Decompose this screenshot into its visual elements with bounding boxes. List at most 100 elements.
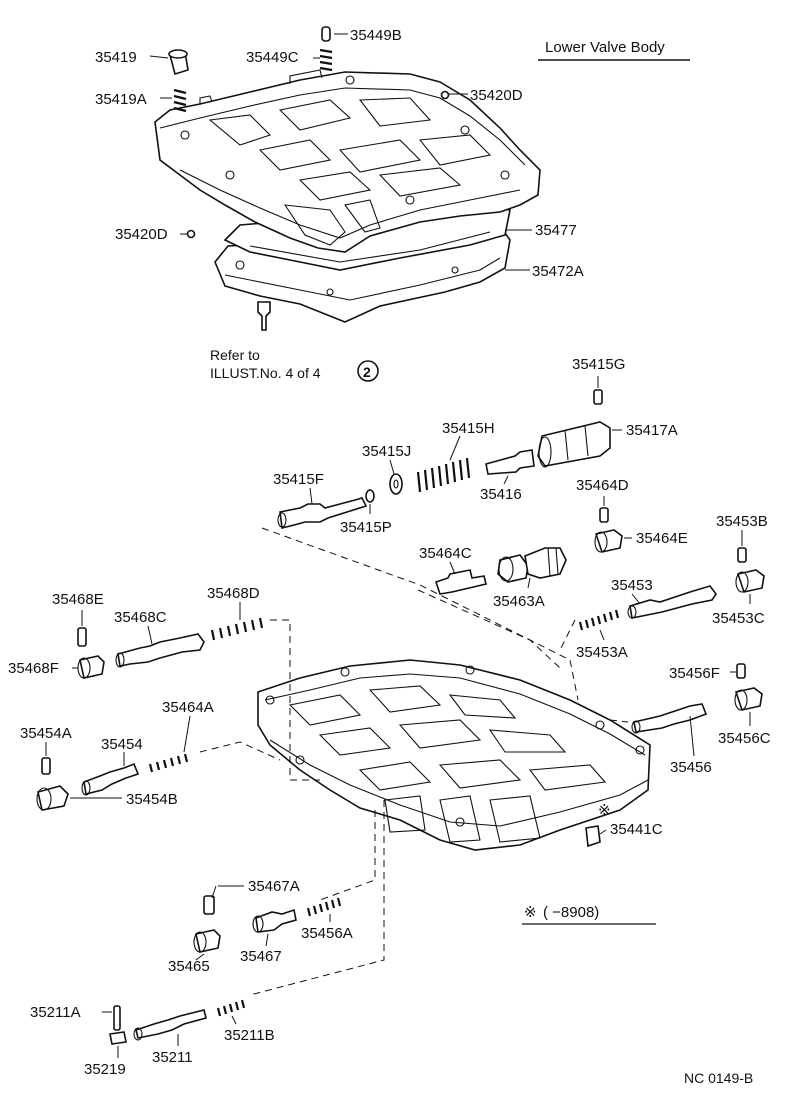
upper-body-channel	[208, 114, 272, 146]
bolt-hole	[460, 125, 470, 135]
label-35463a: 35463A	[493, 593, 545, 610]
label-35456c: 35456C	[718, 730, 771, 747]
lower-valve-body	[257, 659, 651, 851]
bolt-hole	[225, 170, 235, 180]
sleeve-end	[538, 436, 552, 468]
footer-code: NC 0149-B	[684, 1070, 753, 1086]
bolt-hole	[265, 695, 275, 705]
middle-leaders	[45, 376, 751, 1058]
spring-35468d-drawing	[210, 617, 264, 641]
part-35415g-drawing	[593, 389, 603, 405]
valve-35211-drawing	[135, 1009, 207, 1039]
valve-end	[252, 915, 264, 933]
ball-35420d-top	[440, 90, 450, 100]
lower-body-channel	[438, 759, 522, 789]
label-35417a: 35417A	[626, 422, 678, 439]
plug-35456c-drawing	[734, 687, 763, 711]
refer-circle	[357, 360, 379, 382]
label-35419a: 35419A	[95, 91, 147, 108]
label-35468f: 35468F	[8, 660, 59, 677]
upper-leaders	[149, 33, 532, 271]
label-35454a: 35454A	[20, 725, 72, 742]
valve-parts	[36, 389, 765, 848]
plug-35468f-drawing	[79, 655, 105, 679]
bolt-hole	[345, 75, 355, 85]
lower-body-channel	[358, 761, 432, 791]
alignment-lines	[199, 527, 629, 996]
part-35449b-drawing	[321, 26, 331, 42]
label-35464c: 35464C	[419, 545, 472, 562]
spring-35419a-drawing	[173, 88, 187, 113]
part-35467a-drawing	[203, 895, 215, 915]
label-35456f: 35456F	[669, 665, 720, 682]
top-small-parts	[168, 26, 450, 331]
label-35416: 35416	[480, 486, 522, 503]
bolt-hole	[465, 665, 475, 675]
plug-face	[734, 689, 748, 711]
bolt-hole	[500, 170, 510, 180]
footnote-block: ※ ※ ( −8908)	[522, 802, 656, 925]
spring-35464a-drawing	[148, 753, 189, 773]
valve-35454-drawing	[83, 762, 140, 795]
label-35453a: 35453A	[576, 644, 628, 661]
plug-35465-drawing	[195, 929, 221, 953]
valve-end	[81, 780, 91, 796]
footnote-symbol: ※	[524, 904, 537, 921]
plug-face	[36, 787, 52, 811]
lower-body-channel	[448, 694, 517, 719]
lower-body-boss	[439, 795, 481, 843]
upper-body-tab	[289, 69, 323, 84]
plug-face	[193, 931, 207, 953]
label-35219: 35219	[84, 1061, 126, 1078]
upper-body-boss	[283, 204, 346, 246]
upper-body-channel	[298, 171, 372, 201]
plate-hole	[326, 288, 334, 296]
plate-35472a-edge	[224, 257, 501, 301]
refer-circle-number: 2	[363, 364, 371, 380]
valve-35456-drawing	[633, 703, 708, 733]
label-35419: 35419	[95, 49, 137, 66]
title-block: Lower Valve Body	[538, 39, 690, 61]
lower-body-channel	[318, 727, 392, 756]
lower-body-channel	[368, 685, 442, 713]
spring-35453a-drawing	[578, 609, 620, 631]
part-35454a-drawing	[41, 757, 51, 775]
plug-face	[735, 571, 749, 593]
label-35477: 35477	[535, 222, 577, 239]
label-35465: 35465	[168, 958, 210, 975]
lower-body-boss	[489, 795, 541, 843]
refer-line-1: Refer to	[210, 347, 260, 363]
part-35441c-drawing	[585, 825, 601, 848]
valve-35415f-drawing	[279, 497, 368, 529]
valve-35467-drawing	[255, 908, 297, 933]
upper-body-channel	[258, 139, 332, 171]
bolt-hole	[595, 720, 605, 730]
plug-35453c-drawing	[736, 569, 765, 593]
bolt-hole	[180, 130, 190, 140]
plate-hole	[235, 260, 245, 270]
washer-35415j-drawing	[389, 473, 403, 495]
asterisk-marker-35441c: ※	[598, 802, 611, 819]
bolt-hole	[405, 195, 415, 205]
upper-body-channel	[358, 97, 432, 127]
label-35415j: 35415J	[362, 443, 411, 460]
label-35211a: 35211A	[30, 1004, 81, 1021]
part-labels: 35419 35419A 35449B 35449C 35420D 35420D…	[8, 27, 771, 1078]
refer-line-2: ILLUST.No. 4 of 4	[210, 365, 321, 381]
label-35467a: 35467A	[248, 878, 300, 895]
valve-end	[627, 605, 637, 619]
label-35464e: 35464E	[636, 530, 688, 547]
bottom-parts	[109, 895, 342, 1045]
label-35449b: 35449B	[350, 27, 402, 44]
label-35464a: 35464A	[162, 699, 214, 716]
lower-body-channel	[488, 729, 567, 753]
upper-valve-body-assembly	[154, 69, 541, 323]
label-35420d-left: 35420D	[115, 226, 168, 243]
upper-body-rim	[159, 87, 526, 166]
valve-35468c-drawing	[117, 633, 205, 667]
plug-35464e-drawing	[594, 529, 623, 553]
plug-face	[594, 531, 608, 553]
spring-35449c-drawing	[319, 48, 333, 72]
part-35453b-drawing	[737, 547, 747, 563]
